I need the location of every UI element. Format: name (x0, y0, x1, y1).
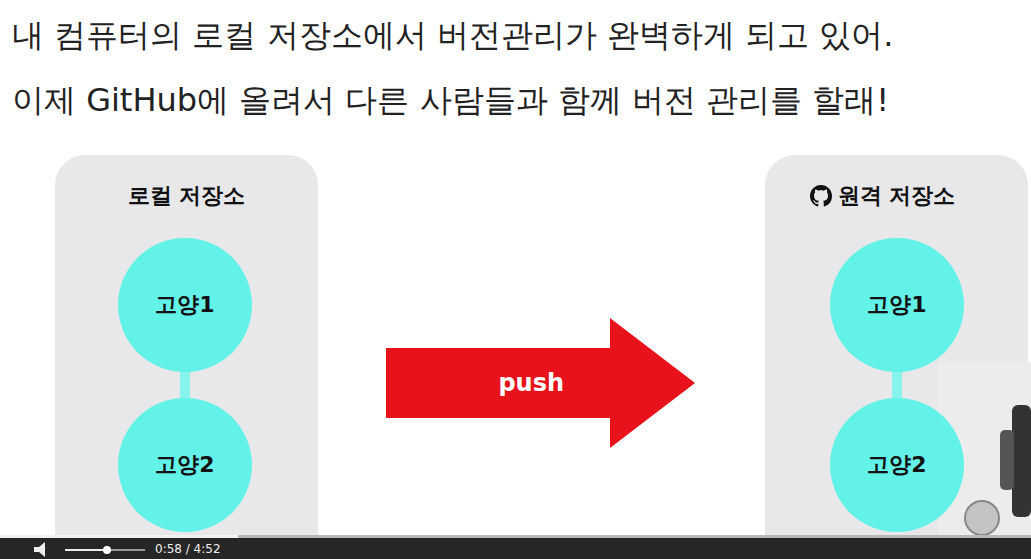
commit-label: 고양2 (155, 450, 214, 480)
commit-circle: 고양1 (830, 238, 964, 372)
title-text: 내 컴퓨터의 로컬 저장소에서 버전관리가 완벽하게 되고 있어. (12, 14, 893, 58)
subtitle-text: 이제 GitHub에 올려서 다른 사람들과 함께 버전 관리를 할래! (12, 79, 889, 123)
webcam-person (1000, 430, 1014, 490)
panel-heading: 로컬 저장소 (128, 181, 246, 211)
github-icon (810, 185, 832, 207)
webcam-chair (1012, 405, 1031, 517)
repository-panel: 로컬 저장소고양1 고양2 (55, 155, 318, 559)
push-label: push (498, 369, 564, 397)
progress-track (0, 535, 1031, 538)
commit-label: 고양1 (867, 290, 926, 320)
commit-label: 고양1 (155, 290, 214, 320)
commit-circle: 고양2 (118, 398, 252, 532)
commit-circle: 고양2 (830, 398, 964, 532)
video-time: 0:58 / 4:52 (155, 542, 221, 556)
progress-played (0, 535, 238, 538)
panel-heading: 원격 저장소 (838, 181, 956, 211)
webcam-object (965, 501, 999, 535)
volume-knob (103, 546, 111, 554)
commit-circle: 고양1 (118, 238, 252, 372)
commit-label: 고양2 (867, 450, 926, 480)
push-arrow (386, 318, 695, 448)
volume-level (65, 549, 107, 551)
commit-link (892, 366, 902, 404)
volume-icon (34, 542, 45, 557)
webcam-frame (938, 362, 1031, 538)
commit-link (180, 366, 190, 404)
player-background (0, 538, 1031, 559)
